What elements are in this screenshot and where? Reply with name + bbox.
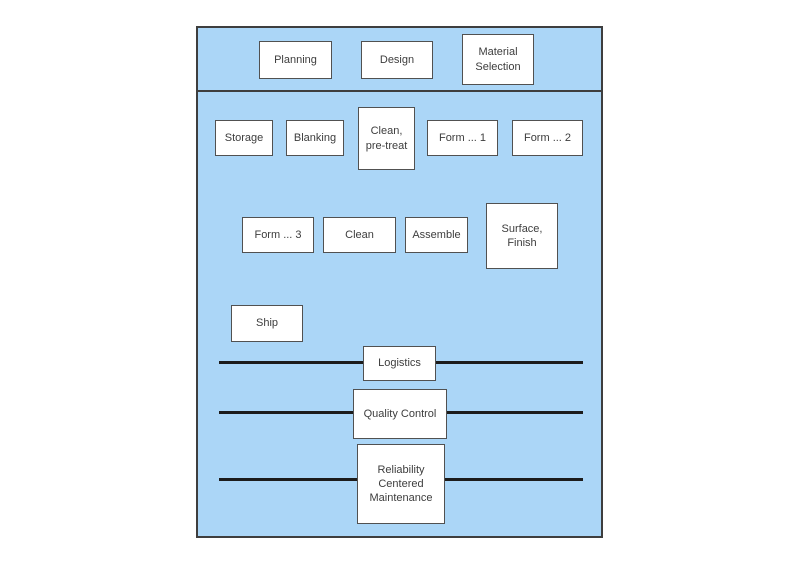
node-planning-label: Planning: [274, 53, 317, 66]
node-material-selection: Material Selection: [462, 34, 534, 85]
node-storage: Storage: [215, 120, 273, 156]
node-assemble-label: Assemble: [412, 228, 461, 241]
node-blanking-label: Blanking: [293, 131, 337, 144]
node-form-1-label: Form ... 1: [438, 131, 487, 144]
node-logistics: Logistics: [363, 346, 436, 381]
node-clean-pretreat-label: Clean, pre-treat: [365, 125, 408, 152]
node-assemble: Assemble: [405, 217, 468, 253]
node-blanking: Blanking: [286, 120, 344, 156]
node-storage-label: Storage: [224, 131, 264, 144]
node-quality-control: Quality Control: [353, 389, 447, 439]
planning-phase-band: [198, 28, 601, 92]
node-form-2: Form ... 2: [512, 120, 583, 156]
node-material-selection-label: Material Selection: [475, 46, 521, 73]
node-form-1: Form ... 1: [427, 120, 498, 156]
node-ship: Ship: [231, 305, 303, 342]
node-form-3-label: Form ... 3: [254, 228, 302, 241]
node-surface-finish: Surface, Finish: [486, 203, 558, 269]
node-design: Design: [361, 41, 433, 79]
node-surface-finish-label: Surface, Finish: [501, 222, 543, 249]
node-ship-label: Ship: [255, 317, 279, 330]
node-logistics-label: Logistics: [378, 357, 421, 370]
node-clean-label: Clean: [345, 228, 374, 241]
node-reliability-centered-maintenance-label: Reliability Centered Maintenance: [369, 463, 433, 505]
node-planning: Planning: [259, 41, 332, 79]
node-form-3: Form ... 3: [242, 217, 314, 253]
node-reliability-centered-maintenance: Reliability Centered Maintenance: [357, 444, 445, 524]
node-form-2-label: Form ... 2: [523, 131, 572, 144]
node-design-label: Design: [379, 53, 415, 66]
node-quality-control-label: Quality Control: [363, 407, 437, 420]
node-clean-pretreat: Clean, pre-treat: [358, 107, 415, 170]
node-clean: Clean: [323, 217, 396, 253]
